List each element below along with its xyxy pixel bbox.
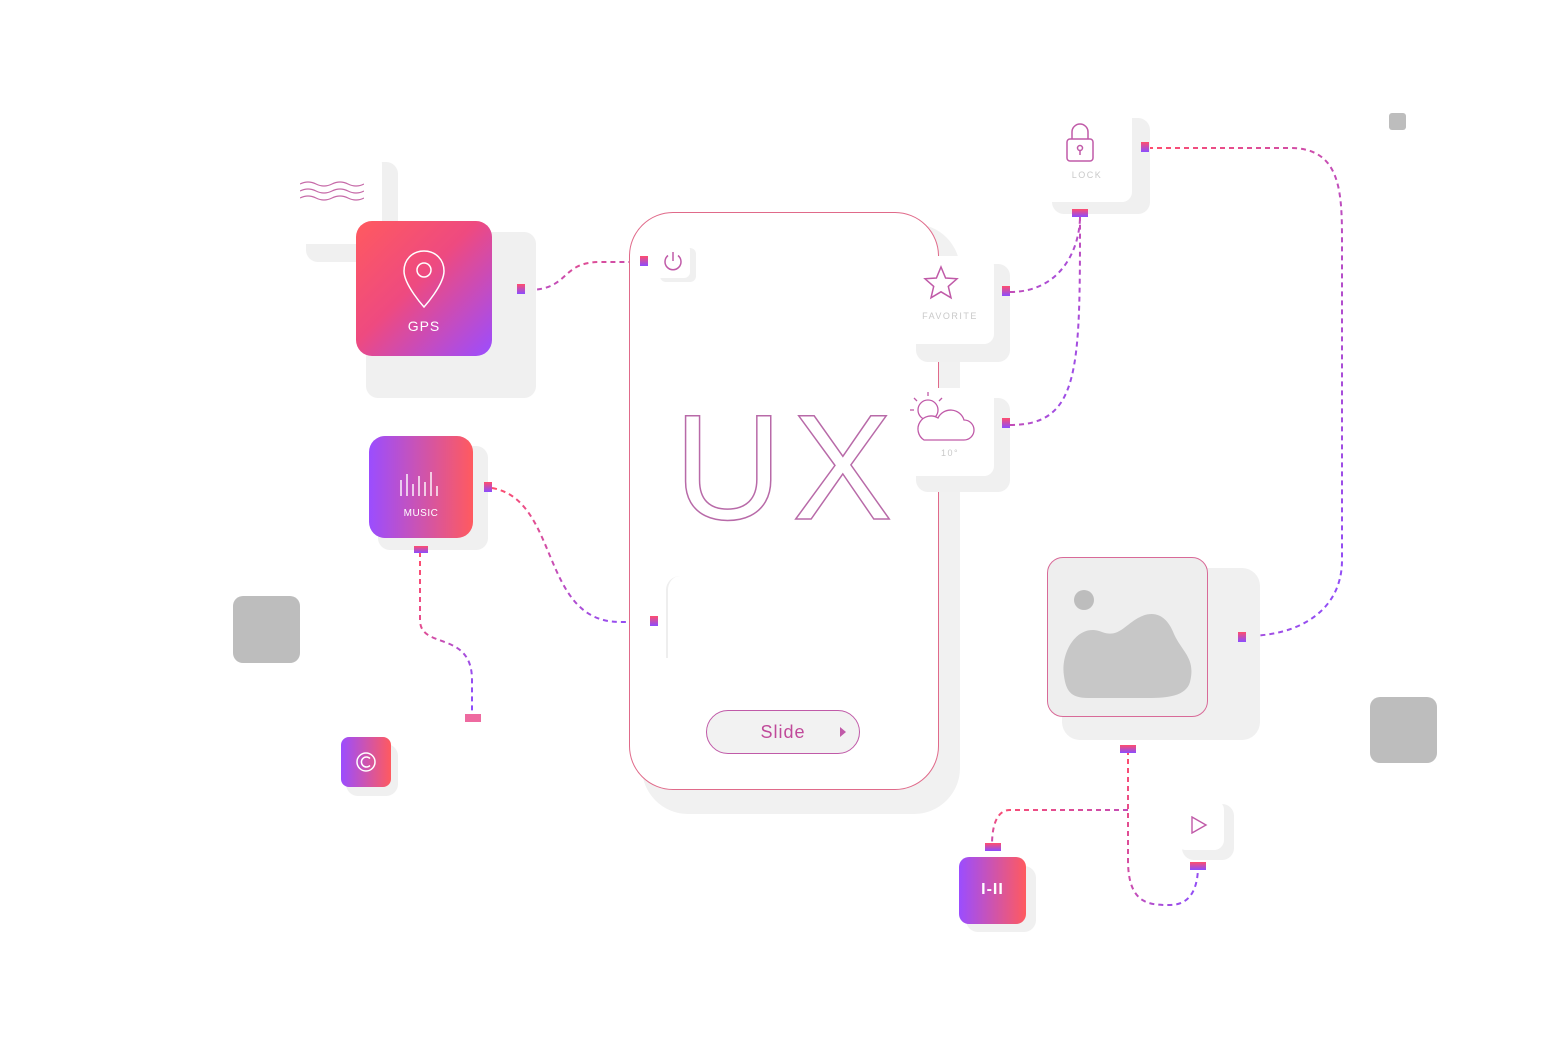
star-icon [923,265,959,300]
weather-tile[interactable]: 10° [906,388,994,476]
image-tile[interactable] [1047,557,1208,717]
power-icon [664,252,682,271]
play-arrow-icon [840,727,846,737]
weather-label: 10° [940,448,960,458]
weather-connector [1002,418,1010,428]
play-icon [1191,816,1208,834]
counter-connector [985,843,1001,851]
line-image-counter [991,809,1128,846]
gps-tile[interactable]: GPS [356,221,492,356]
music-connector-right [484,482,492,492]
counter-tile[interactable]: I-II [959,857,1026,924]
music-line-end [465,714,481,722]
lock-connector-bottom [1072,209,1088,217]
phone-frame [629,212,939,790]
hero-text: UX [673,383,903,551]
image-icon [1063,590,1192,698]
lock-icon [1066,123,1094,162]
image-connector-bottom [1120,745,1136,753]
lock-connector-right [1141,142,1149,152]
power-button[interactable] [654,244,690,278]
line-music-phone [491,487,652,623]
line-lock-image [1148,147,1343,637]
copyright-tile[interactable] [341,737,391,787]
music-connector-bottom [414,546,428,553]
lock-label: LOCK [1071,170,1103,180]
play-connector [1190,862,1206,870]
line-favorite-lock [1009,215,1081,293]
slide-button-label: Slide [760,722,806,742]
favorite-connector [1002,286,1010,296]
power-connector [640,256,648,266]
copyright-icon [356,752,376,772]
grey-tile-right [1370,697,1437,763]
gps-connector [517,284,525,294]
image-connector-right [1238,632,1246,642]
phone-connector-left [650,616,658,626]
location-pin-icon [403,250,445,309]
line-gps-power [527,261,640,291]
music-label: MUSIC [403,508,439,519]
music-tile[interactable]: MUSIC [369,436,473,538]
waves-icon [300,181,364,201]
line-weather-lock [1009,215,1081,426]
music-bars-icon [400,472,438,496]
favorite-tile[interactable]: FAVORITE [906,256,994,344]
weather-icon [910,392,975,441]
grey-tile-left [233,596,300,663]
play-tile[interactable] [1176,800,1224,850]
counter-label: I-II [981,881,1004,898]
lock-tile[interactable]: LOCK [1042,108,1132,202]
slide-button[interactable]: Slide [706,710,860,754]
line-image-down [1127,750,1199,907]
line-music-down [419,552,473,715]
gps-label: GPS [407,318,441,334]
grey-tile-small [1389,113,1406,130]
favorite-label: FAVORITE [922,311,978,321]
phone-inner-panel [666,576,686,658]
